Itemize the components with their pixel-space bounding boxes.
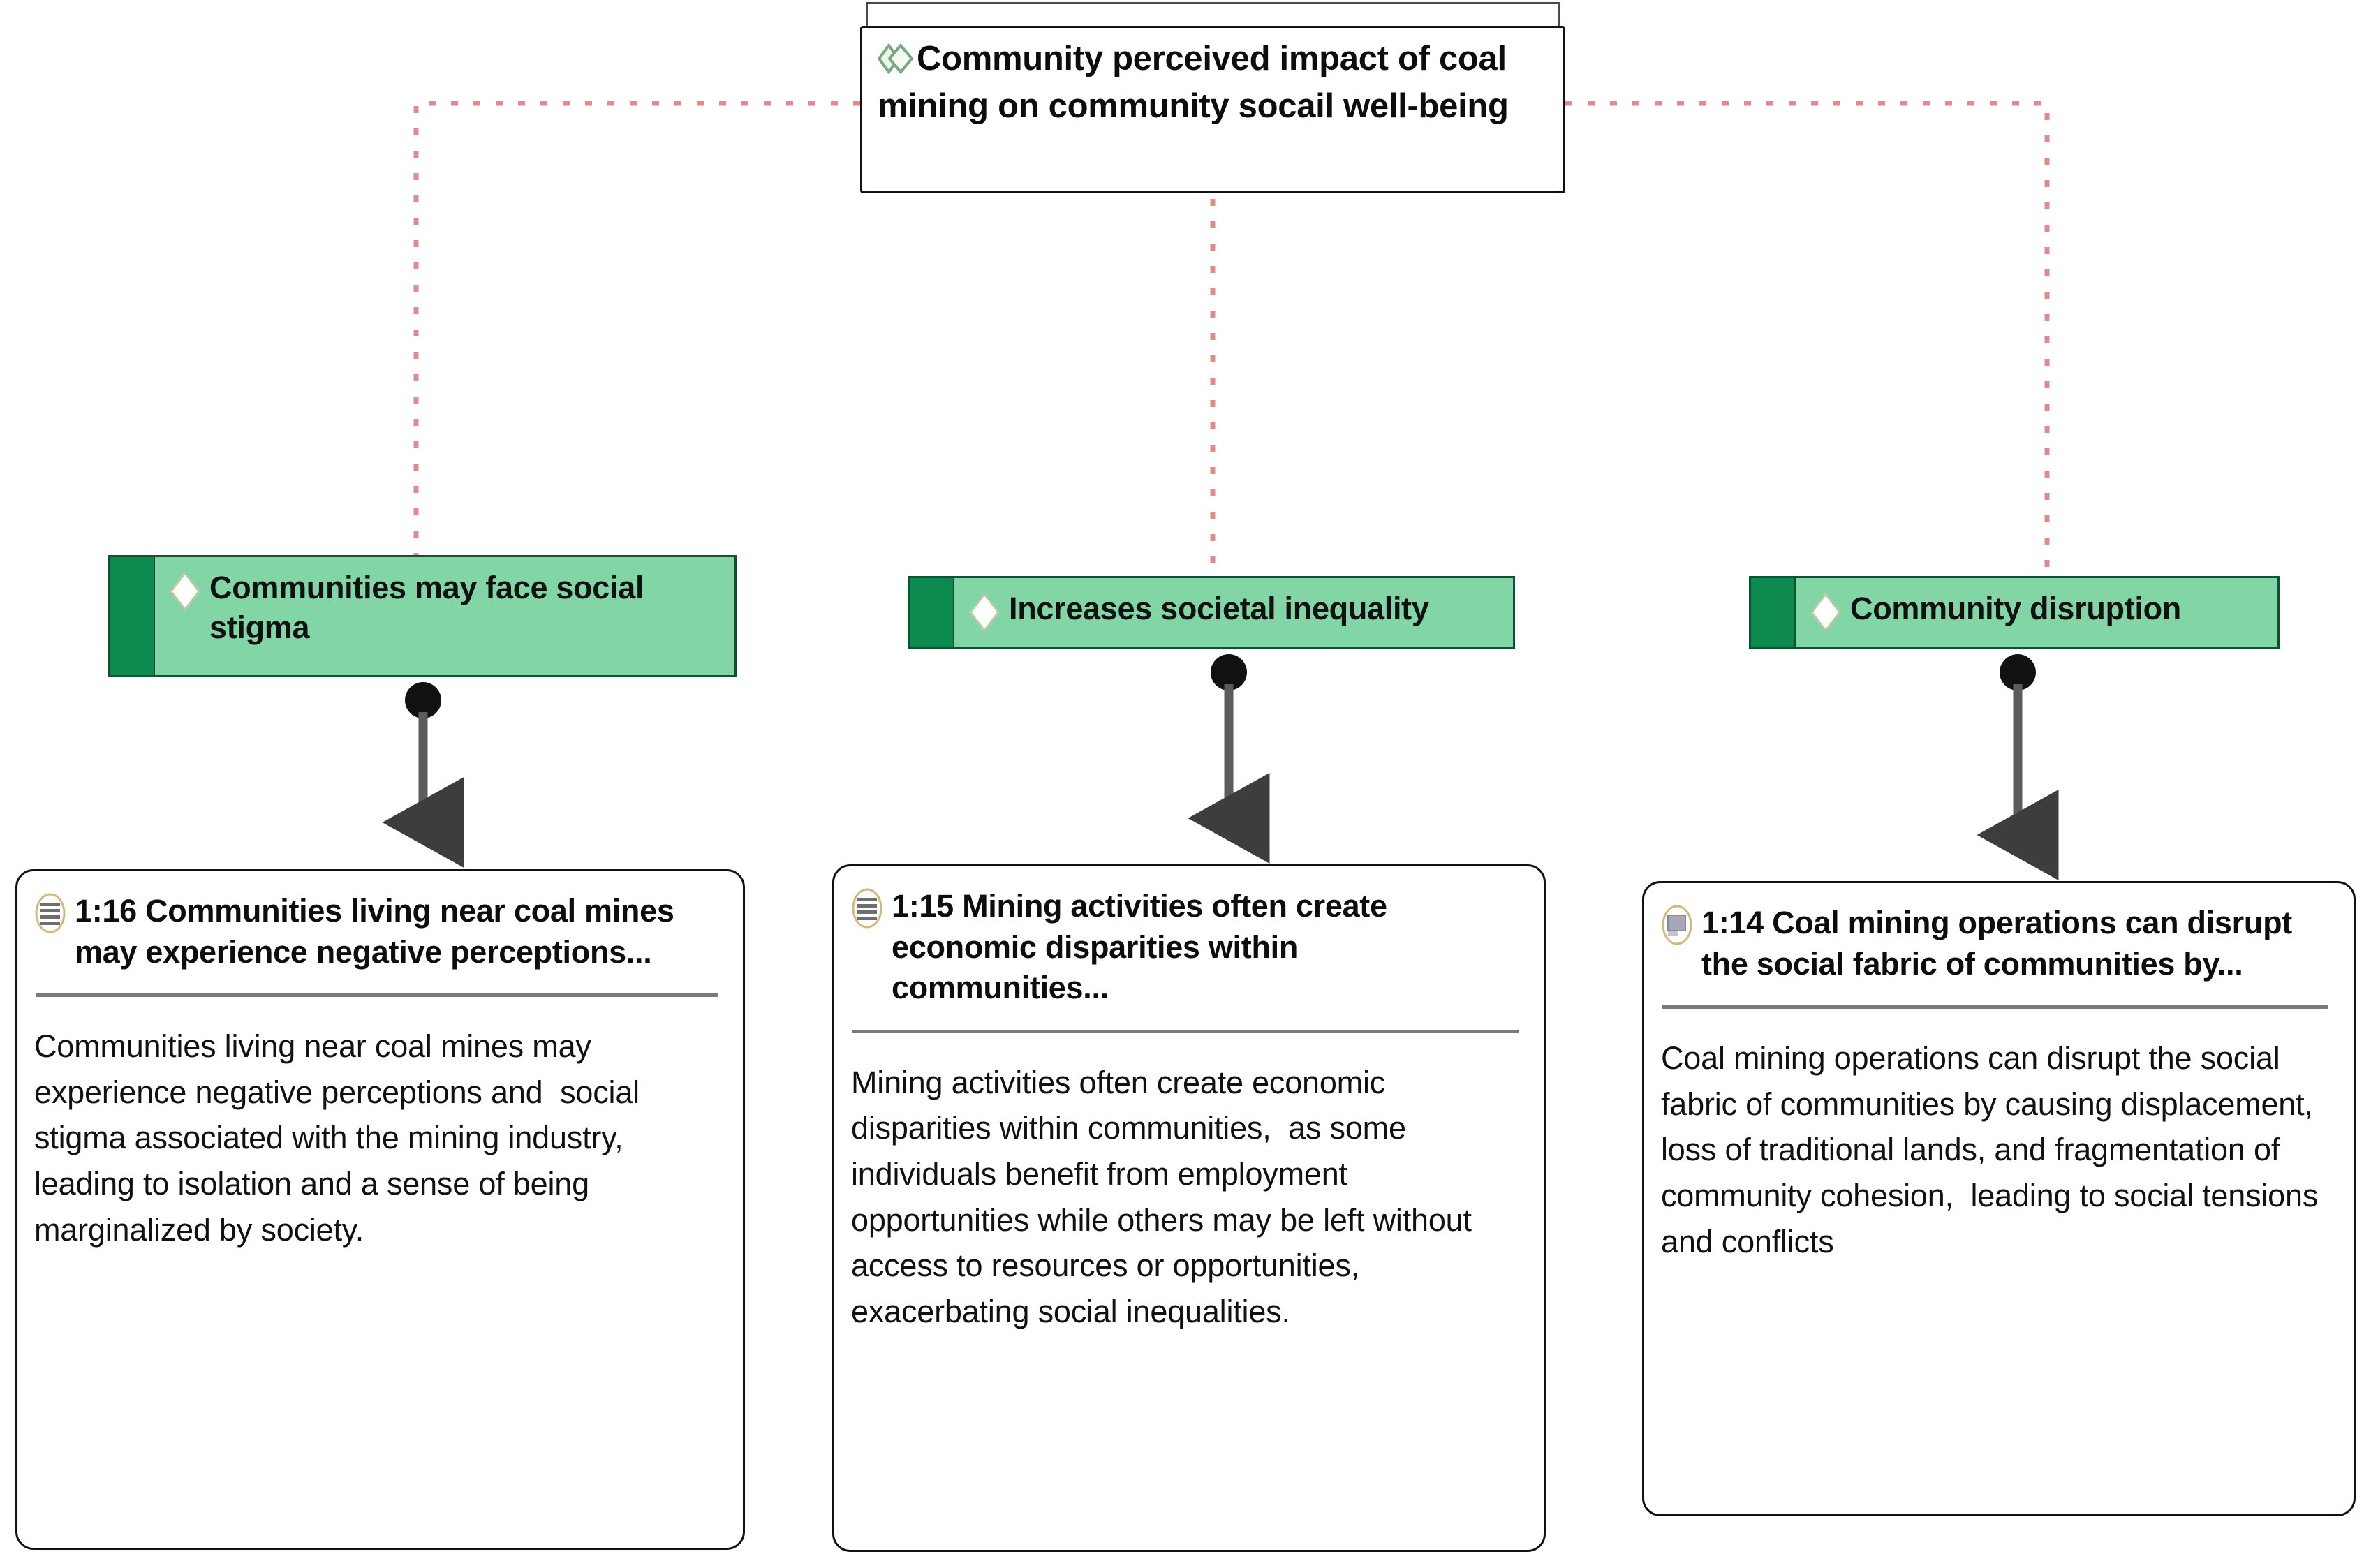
quotation-card-header: 1:15 Mining activities often create econ… — [851, 886, 1523, 1009]
code-node-accent-bar — [110, 557, 155, 675]
quotation-card-1-14[interactable]: 1:14 Coal mining operations can disrupt … — [1642, 881, 2356, 1516]
quotation-lines-icon — [34, 892, 66, 938]
root-node-body: Community perceived impact of coal minin… — [860, 26, 1565, 193]
quotation-card-body: Coal mining operations can disrupt the s… — [1661, 1040, 2327, 1259]
double-diamond-code-group-icon — [877, 42, 914, 85]
diamond-code-icon — [169, 571, 201, 615]
quotation-card-header: 1:14 Coal mining operations can disrupt … — [1661, 903, 2333, 984]
code-node-content: Increases societal inequality — [954, 578, 1513, 647]
quotation-card-body: Mining activities often create economic … — [851, 1064, 1489, 1329]
quotation-memo-icon — [1661, 904, 1693, 949]
code-node-increases-societal-inequality[interactable]: Increases societal inequality — [908, 576, 1515, 649]
link-code-3-to-quote-3 — [1977, 654, 2059, 880]
code-node-accent-bar — [1751, 578, 1796, 647]
root-node-titlebar — [866, 2, 1560, 26]
link-code-2-to-quote-2 — [1188, 654, 1270, 864]
code-node-community-disruption[interactable]: Community disruption — [1749, 576, 2280, 649]
diamond-code-icon — [968, 592, 1000, 636]
root-node-label-wrap: Community perceived impact of coal minin… — [877, 38, 1545, 128]
quotation-card-divider — [36, 993, 718, 997]
code-node-label: Communities may face social stigma — [209, 570, 644, 645]
code-node-communities-may-face-social-stigma[interactable]: Communities may face social stigma — [108, 555, 737, 677]
relation-root-to-code-1 — [413, 101, 860, 555]
quotation-card-1-15[interactable]: 1:15 Mining activities often create econ… — [832, 864, 1546, 1552]
quotation-card-title: 1:15 Mining activities often create econ… — [892, 888, 1387, 1005]
relation-root-to-code-3 — [1565, 101, 2050, 576]
quotation-card-1-16[interactable]: 1:16 Communities living near coal mines … — [15, 869, 745, 1550]
link-code-1-to-quote-1 — [382, 682, 464, 868]
code-node-content: Communities may face social stigma — [155, 557, 734, 658]
quotation-card-title: 1:14 Coal mining operations can disrupt … — [1701, 905, 2292, 982]
quotation-card-body: Communities living near coal mines may e… — [34, 1028, 649, 1248]
code-node-content: Community disruption — [1796, 578, 2277, 647]
quotation-lines-icon — [851, 887, 883, 933]
root-code-group-node[interactable]: Community perceived impact of coal minin… — [860, 0, 1565, 193]
quotation-card-title: 1:16 Communities living near coal mines … — [75, 893, 674, 970]
quotation-card-header: 1:16 Communities living near coal mines … — [34, 891, 722, 972]
code-node-label: Community disruption — [1850, 591, 2181, 626]
quotation-card-divider — [852, 1029, 1519, 1033]
root-node-title: Community perceived impact of coal minin… — [878, 40, 1509, 125]
code-node-label: Increases societal inequality — [1009, 591, 1429, 626]
diamond-code-icon — [1810, 592, 1842, 636]
quotation-card-divider — [1662, 1005, 2328, 1009]
code-node-accent-bar — [910, 578, 954, 647]
